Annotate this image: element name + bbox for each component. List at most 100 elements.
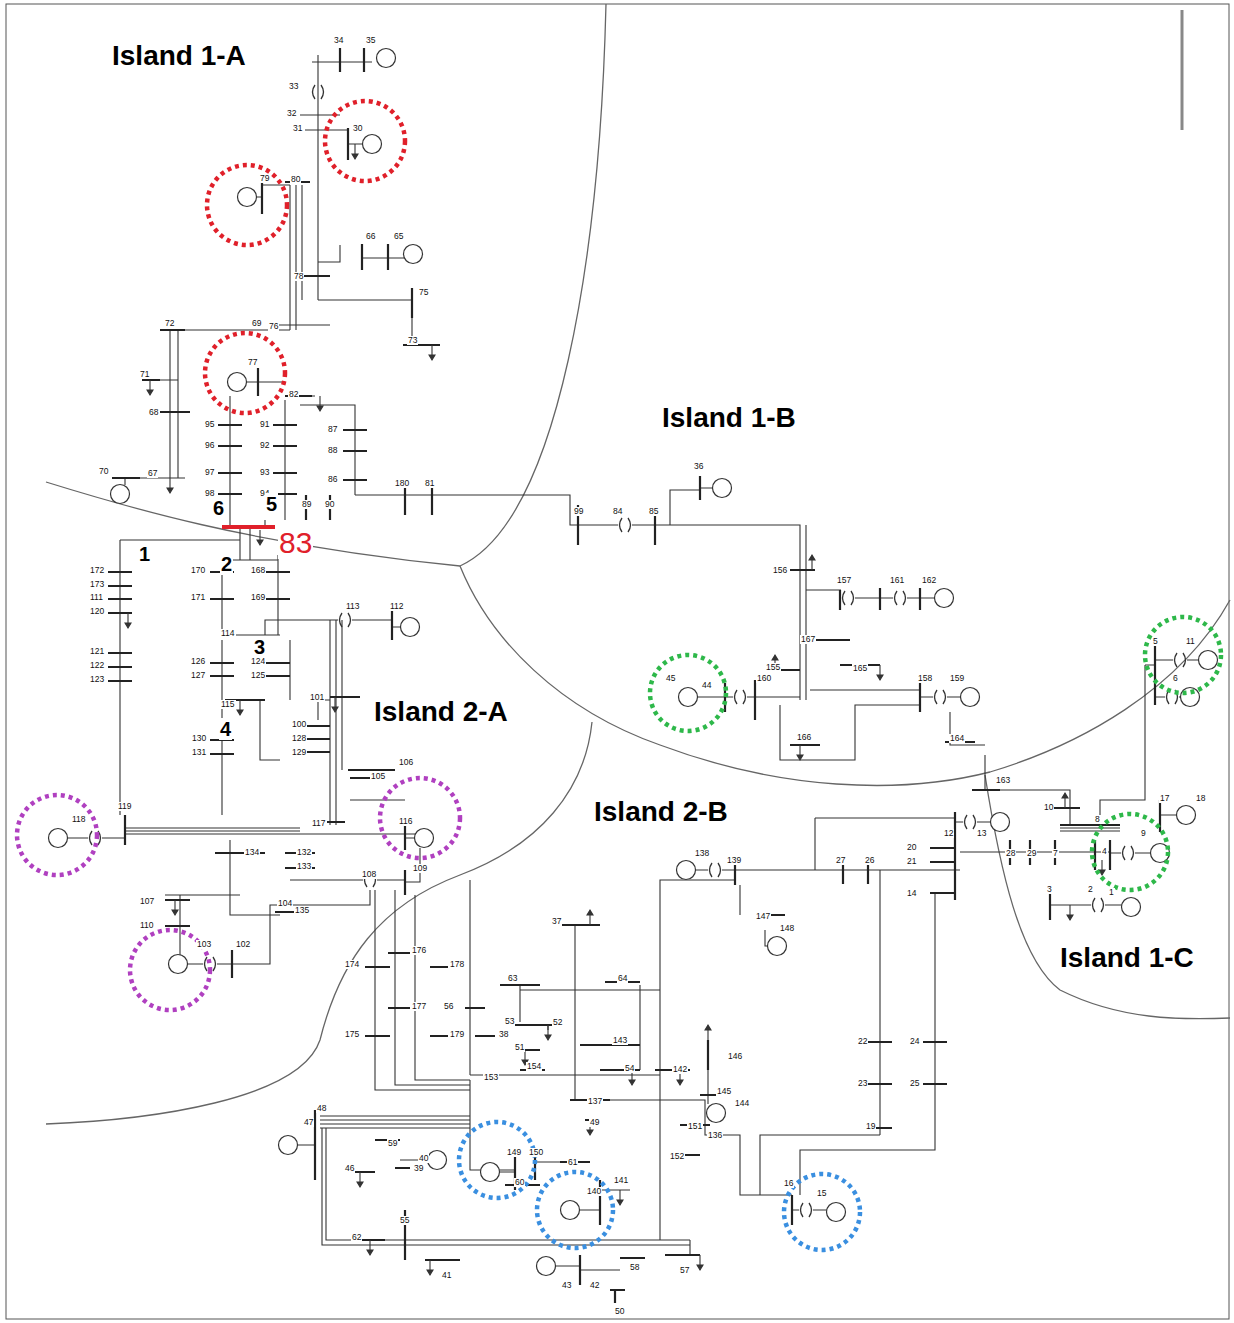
bus-number: 93 <box>259 468 270 477</box>
transformer-symbol <box>1123 846 1134 860</box>
bus-number: 119 <box>117 802 133 811</box>
bus-number: 89 <box>301 500 312 509</box>
bus-number: 147 <box>755 912 771 921</box>
generator-symbol <box>1199 651 1218 670</box>
generator-symbol <box>228 373 247 392</box>
bus-number: 166 <box>796 733 812 742</box>
bus-number: 14 <box>906 889 917 898</box>
bus-number: 112 <box>389 602 405 611</box>
bus-number: 3 <box>1046 885 1053 894</box>
bus-number: 30 <box>352 124 363 133</box>
bus-number: 169 <box>250 593 266 602</box>
bus-number: 127 <box>190 671 206 680</box>
bus-number: 82 <box>288 390 299 399</box>
bus-number: 12 <box>943 829 954 838</box>
bus-number: 101 <box>309 693 325 702</box>
bus-number: 50 <box>614 1307 625 1316</box>
bus-number: 53 <box>504 1017 515 1026</box>
bus-number: 46 <box>344 1164 355 1173</box>
bus-number: 150 <box>528 1148 544 1157</box>
bus-number: 157 <box>836 576 852 585</box>
generator-highlight <box>205 333 285 413</box>
transmission-line <box>68 55 1199 1270</box>
bus-number: 51 <box>514 1043 525 1052</box>
transformer-symbol <box>340 613 351 627</box>
bus-number: 42 <box>589 1281 600 1290</box>
bus-number: 27 <box>835 856 846 865</box>
generator-highlight <box>17 795 97 875</box>
bus-number: 103 <box>196 940 212 949</box>
bus-number: 62 <box>351 1233 362 1242</box>
bus-number: 137 <box>587 1097 603 1106</box>
bus-number: 177 <box>411 1002 427 1011</box>
bus-number: 116 <box>398 817 414 826</box>
bus-number: 91 <box>259 420 270 429</box>
transformers <box>90 85 1186 1217</box>
generator-highlight <box>380 778 460 858</box>
edge-mark <box>1181 10 1184 130</box>
transformer-symbol <box>935 690 946 704</box>
generators <box>49 49 1218 1276</box>
bus-number: 104 <box>277 899 293 908</box>
bus-number: 125 <box>250 671 266 680</box>
bus-number: 144 <box>734 1099 750 1108</box>
bus-number: 123 <box>89 675 105 684</box>
bus-number: 76 <box>268 322 279 331</box>
generator-symbol <box>377 49 396 68</box>
generator-symbol <box>238 188 257 207</box>
transformer-symbol <box>1093 898 1104 912</box>
generator-symbol <box>49 829 68 848</box>
bus-number: 122 <box>89 661 105 670</box>
bus-number: 107 <box>139 897 155 906</box>
generator-symbol <box>428 1151 447 1170</box>
callout-number: 6 <box>212 497 225 519</box>
bus-number: 75 <box>418 288 429 297</box>
bus-number: 52 <box>552 1018 563 1027</box>
bus-number: 26 <box>864 856 875 865</box>
bus-number: 45 <box>665 674 676 683</box>
bus-number: 86 <box>327 475 338 484</box>
generator-symbol <box>415 829 434 848</box>
bus-number: 64 <box>617 974 628 983</box>
bus-number: 67 <box>147 469 158 478</box>
bus-number: 134 <box>244 848 260 857</box>
bus-number: 96 <box>204 441 215 450</box>
island-region-label: Island 2-B <box>590 794 734 833</box>
generator-symbol <box>363 135 382 154</box>
generator-symbol <box>991 813 1010 832</box>
bus-number: 115 <box>220 700 236 709</box>
island-name: Island 1-C <box>1060 942 1196 974</box>
bus-number: 6 <box>1172 674 1179 683</box>
island-boundary <box>460 566 1230 785</box>
bus-number: 77 <box>247 358 258 367</box>
bus-number: 41 <box>441 1271 452 1280</box>
island-region-label: Island 1-C <box>1056 940 1200 979</box>
bus-number: 49 <box>589 1118 600 1127</box>
bus-number: 161 <box>889 576 905 585</box>
bus-number: 84 <box>612 507 623 516</box>
bus-number: 25 <box>909 1079 920 1088</box>
bus-number: 110 <box>139 921 155 930</box>
bus-number: 97 <box>204 468 215 477</box>
frame <box>6 4 1229 1319</box>
bus-number: 28 <box>1005 849 1016 858</box>
bus-number: 61 <box>567 1158 578 1167</box>
bus-number: 155 <box>765 663 781 672</box>
bus-number: 170 <box>190 566 206 575</box>
bus-number: 55 <box>399 1216 410 1225</box>
callout-number: 1 <box>138 543 151 565</box>
bus-number: 139 <box>726 856 742 865</box>
bus-number: 2 <box>1087 885 1094 894</box>
bus-number: 151 <box>687 1122 703 1131</box>
bus-number: 120 <box>89 607 105 616</box>
generator-symbol <box>935 589 954 608</box>
generator-highlights <box>17 101 1221 1250</box>
bus-number: 171 <box>190 593 206 602</box>
bus-number: 68 <box>148 408 159 417</box>
bus-number: 18 <box>1195 794 1206 803</box>
bus-number: 156 <box>772 566 788 575</box>
bus-number: 29 <box>1026 849 1037 858</box>
bus-number: 154 <box>526 1062 542 1071</box>
callout-number: 4 <box>219 718 232 740</box>
bus-number: 153 <box>483 1073 499 1082</box>
